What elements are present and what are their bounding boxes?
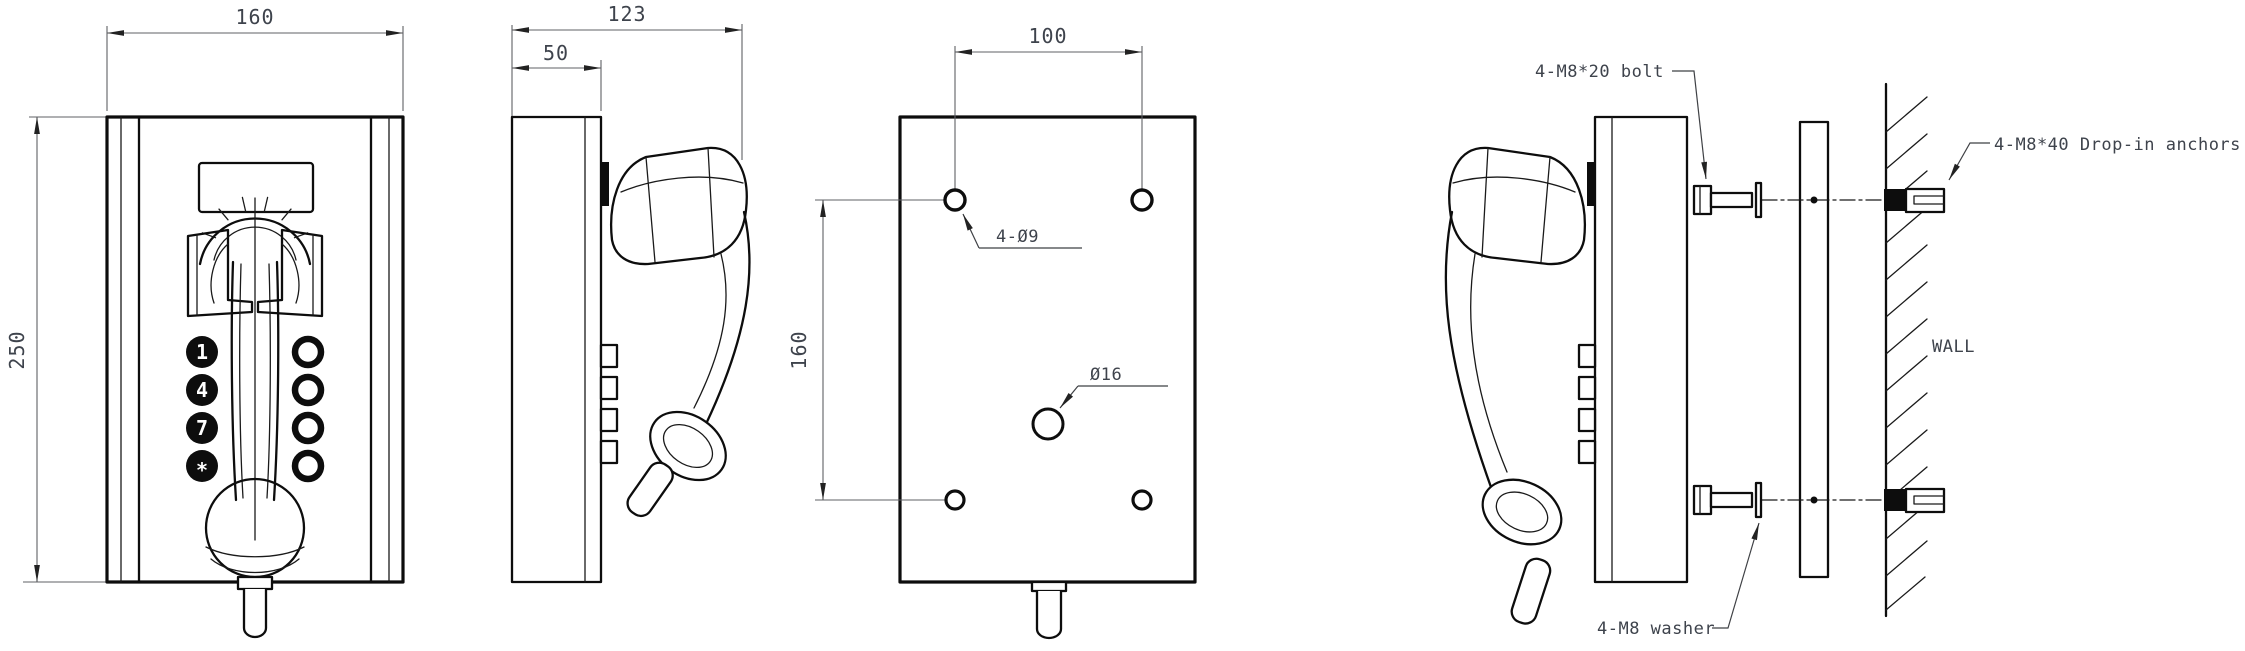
keypad-button-ring — [291, 335, 325, 369]
svg-text:*: * — [196, 458, 208, 482]
washer — [1754, 181, 1763, 219]
keypad-button-star: * — [186, 450, 218, 482]
front-body-flange-lines — [120, 115, 390, 584]
side-keypad-profile — [599, 343, 619, 465]
install-handset-earpiece — [1448, 146, 1586, 266]
keypad-button-ring — [291, 373, 325, 407]
washer-label: 4-M8 washer — [1597, 619, 1715, 639]
mounting-holes — [943, 188, 1154, 511]
bracket-hole-dot — [1810, 196, 1818, 204]
install-keypad-profile — [1577, 343, 1597, 465]
install-phone-profile — [1444, 115, 1689, 625]
plate-hole-spacing-v-text: 160 — [787, 330, 811, 369]
handset-earpiece-front — [198, 196, 312, 541]
bracket-hole-dot — [1810, 496, 1818, 504]
mounting-hole — [1131, 489, 1153, 511]
side-handset-earpiece — [610, 146, 748, 266]
keypad-right-column — [291, 335, 325, 483]
fastener-set-bottom — [1692, 481, 1885, 519]
fastener-set-top — [1692, 181, 1885, 219]
cable-gland-back — [1030, 580, 1068, 640]
side-handset-mouthpiece — [626, 410, 727, 518]
mounting-hole — [1130, 188, 1154, 212]
bolt-head — [1692, 484, 1713, 516]
bolt-shaft — [1709, 191, 1754, 209]
plate-hole-spacing-horizontal-dimension: 100 — [954, 24, 1143, 190]
cable-hole-callout: Ø16 — [1059, 365, 1168, 409]
washer — [1754, 481, 1763, 519]
wall-hatching — [1885, 96, 1928, 611]
svg-text:1: 1 — [196, 340, 208, 364]
install-mount-hook-tab — [1587, 162, 1595, 206]
svg-text:7: 7 — [196, 416, 208, 440]
front-height-dimension: 250 — [5, 116, 107, 583]
plate-hole-spacing-h-text: 100 — [1028, 24, 1067, 48]
handset-handle-front — [230, 260, 280, 502]
keypad-button-ring — [291, 411, 325, 445]
display-window — [197, 161, 315, 214]
side-handset-handle — [693, 210, 751, 426]
mounting-holes-label: 4-Ø9 — [996, 227, 1039, 247]
bolt-head — [1692, 184, 1713, 216]
keypad-button-4: 4 — [186, 374, 218, 406]
svg-text:4: 4 — [196, 378, 208, 402]
front-view: 160 250 — [5, 5, 405, 639]
cable-gland-front — [236, 575, 274, 639]
side-overall-depth-dimension: 123 — [511, 2, 743, 160]
anchor-label: 4-M8*40 Drop-in anchors — [1994, 135, 2241, 155]
side-overall-depth-text: 123 — [607, 2, 646, 26]
keypad-button-ring — [291, 449, 325, 483]
side-mount-hook-tab — [601, 162, 609, 206]
bolt-callout: 4-M8*20 bolt — [1535, 62, 1708, 180]
washer-callout: 4-M8 washer — [1597, 522, 1760, 639]
installation-view: WALL — [1444, 62, 2241, 639]
keypad-left-column: 1 4 7 * — [186, 336, 218, 482]
keypad-button-7: 7 — [186, 412, 218, 444]
mounting-hole — [944, 489, 966, 511]
drop-in-anchor-top — [1884, 187, 1946, 214]
cradle-hooks — [186, 228, 324, 318]
wall-label: WALL — [1932, 337, 1975, 357]
wall: WALL — [1884, 82, 1975, 618]
side-view: 123 50 — [510, 2, 751, 584]
keypad-button-1: 1 — [186, 336, 218, 368]
side-handset-profile — [610, 146, 751, 518]
install-body-outline — [1593, 115, 1689, 584]
plate-hole-spacing-vertical-dimension: 160 — [787, 199, 945, 501]
drop-in-anchor-bottom — [1884, 487, 1946, 514]
install-handset-handle — [1444, 210, 1508, 492]
back-plate-view: 100 160 4-Ø9 Ø16 — [787, 24, 1197, 640]
install-handset-mouthpiece — [1481, 478, 1563, 625]
bolt-label: 4-M8*20 bolt — [1535, 62, 1664, 82]
cable-hole-label: Ø16 — [1090, 365, 1122, 385]
bolt-shaft — [1709, 491, 1754, 509]
mounting-hole — [943, 188, 967, 212]
front-height-dim-text: 250 — [5, 330, 29, 369]
mounting-bracket-plate — [1798, 120, 1830, 579]
front-width-dimension: 160 — [106, 5, 404, 111]
side-body-depth-text: 50 — [543, 41, 569, 65]
mounting-holes-callout: 4-Ø9 — [962, 213, 1082, 249]
side-body-depth-dimension: 50 — [512, 41, 602, 111]
cable-entry-hole — [1031, 407, 1065, 441]
side-body-outline — [510, 115, 603, 584]
back-plate-outline — [898, 115, 1197, 584]
anchor-callout: 4-M8*40 Drop-in anchors — [1948, 135, 2241, 181]
front-width-dim-text: 160 — [235, 5, 274, 29]
